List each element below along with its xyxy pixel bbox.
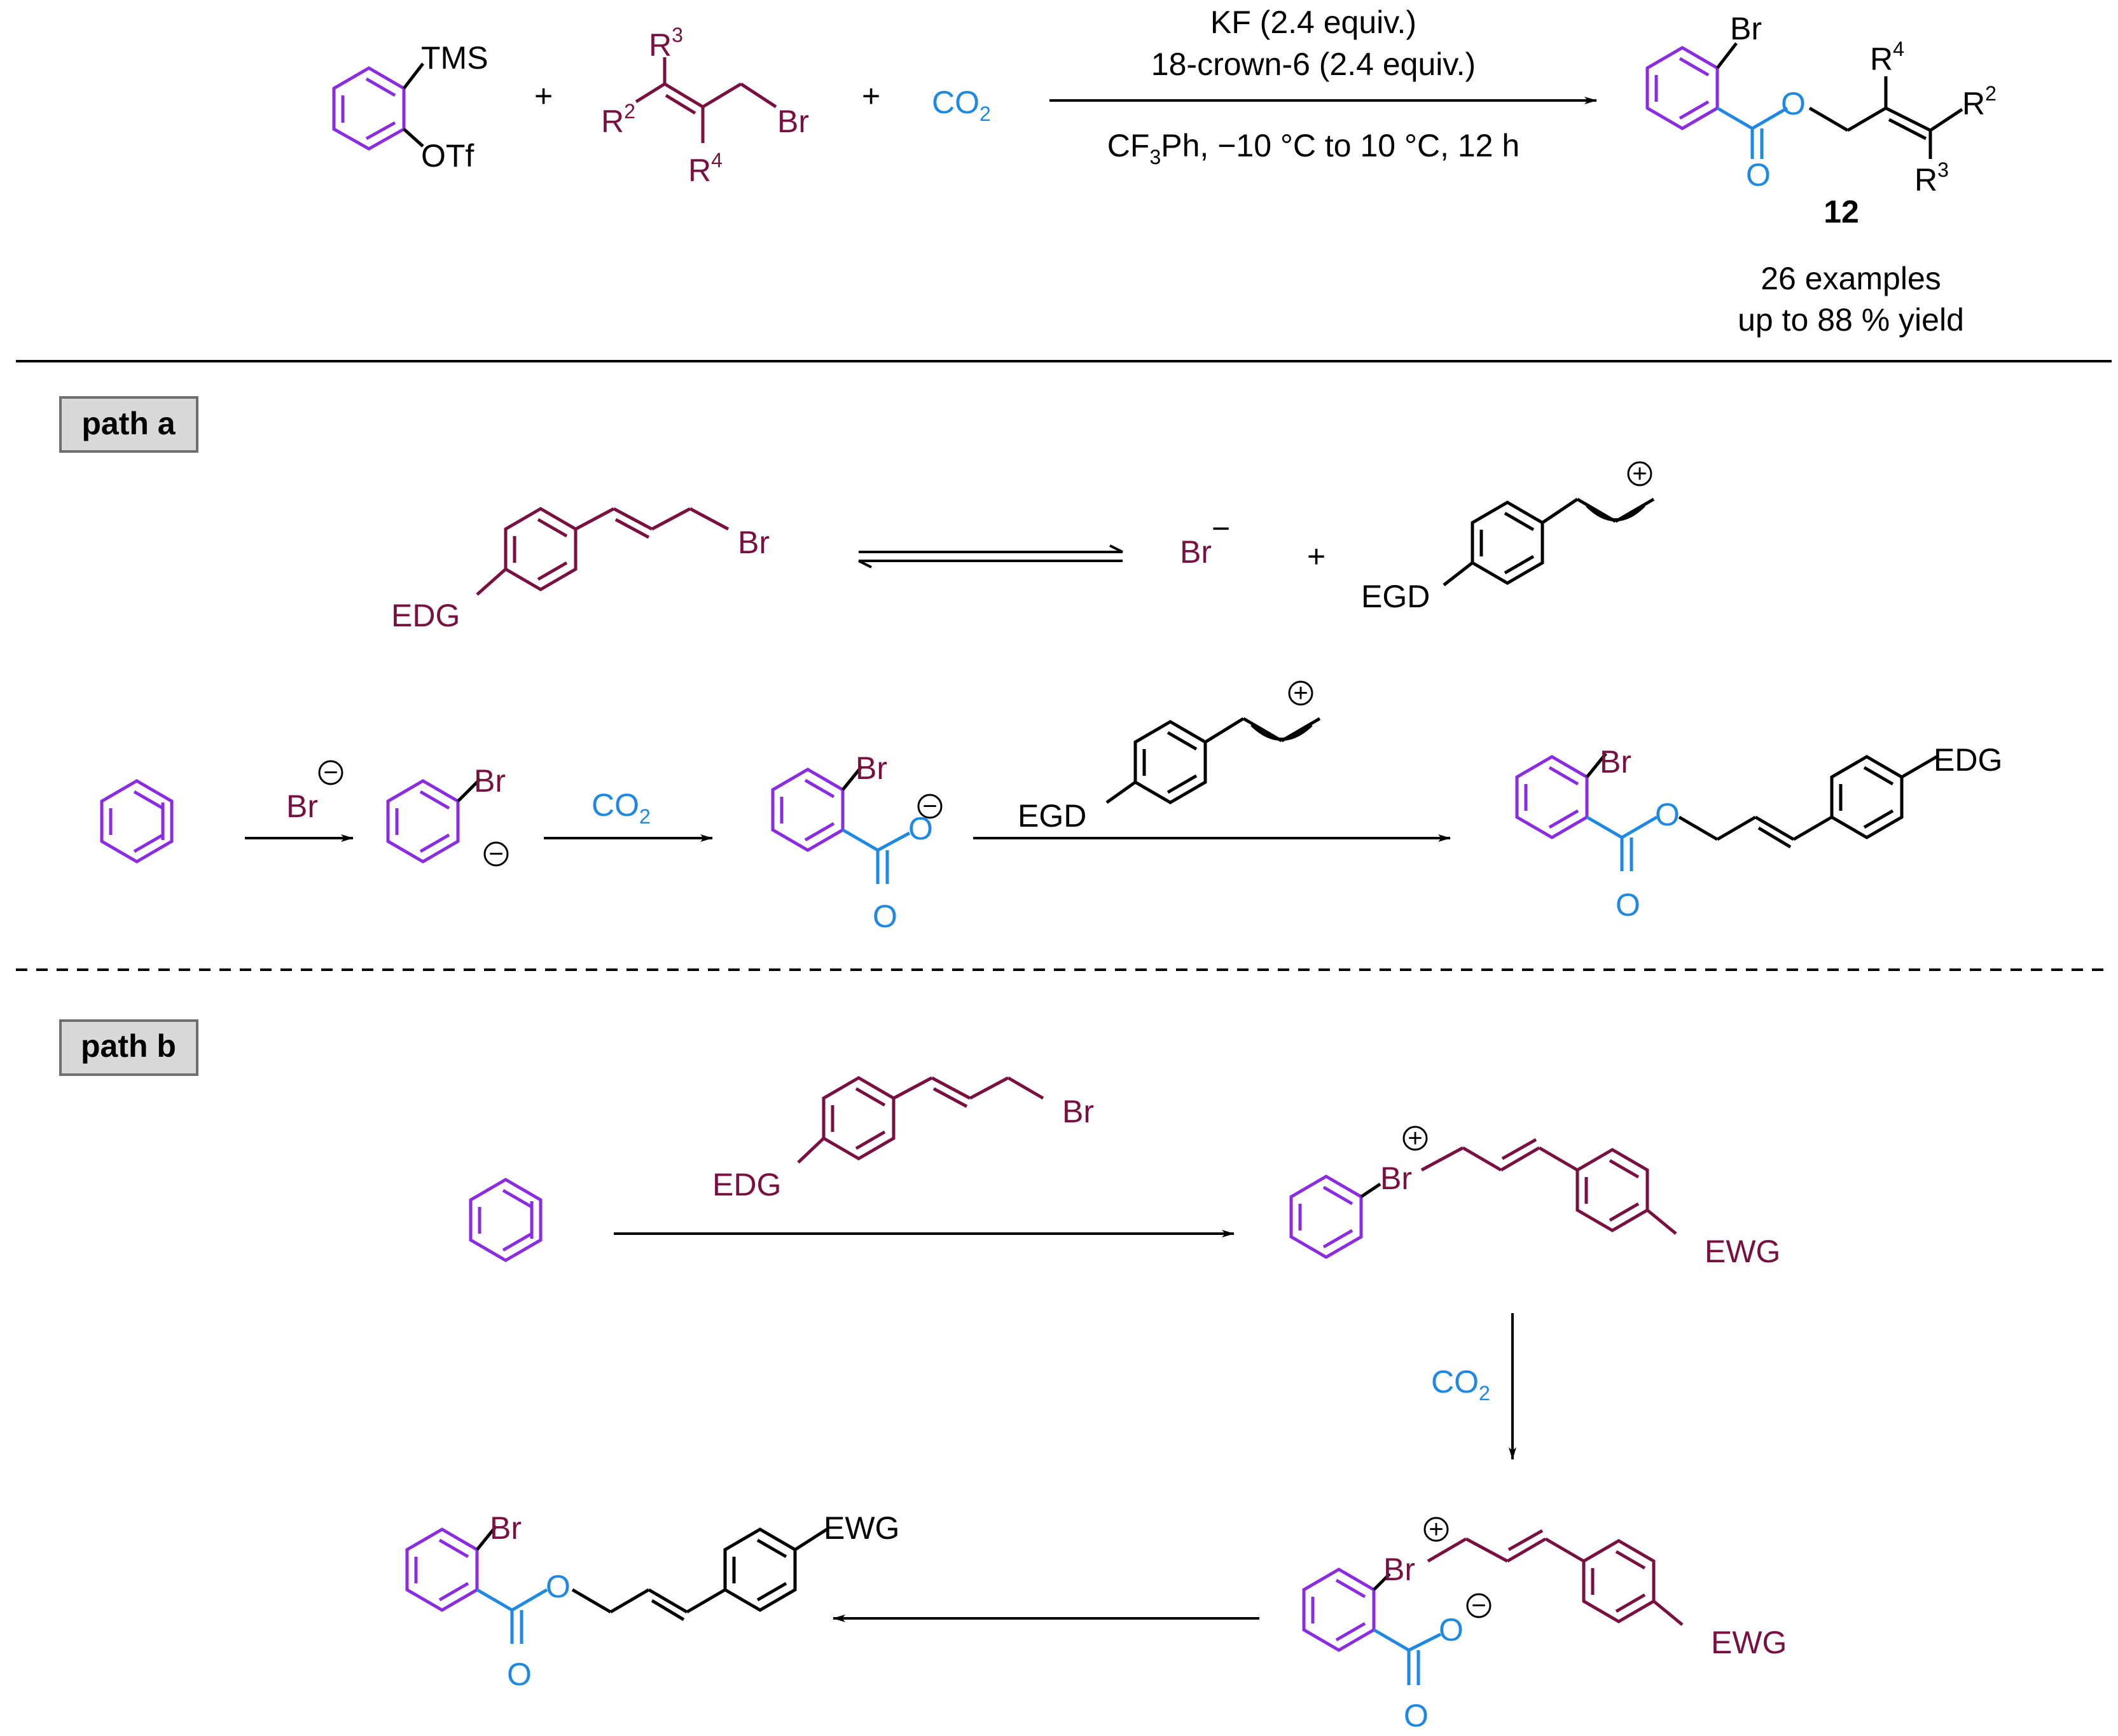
br-label: Br [474,763,506,799]
allyl-cation: + EGD [1361,460,1655,614]
allyl-bromide: R3 R2 R4 Br [601,24,809,188]
bromonium-charge: + [1408,1124,1422,1152]
carboxylate-oxygen: O [908,811,933,846]
step1-reagent: Br [286,789,318,824]
path-b-tag [59,1019,198,1076]
r2-label: R2 [1962,82,1997,121]
aryne-precursor: TMS OTf [332,40,488,174]
path-b-tag-label: path b [81,1028,176,1064]
cinnamyl-bromide: Br EDG [391,507,770,633]
ester-oxygen: O [1781,86,1806,121]
bromonium-charge: + [1429,1515,1443,1543]
plus-sign: + [1307,539,1325,574]
br-label: Br [1730,11,1762,46]
benzyne [100,779,174,864]
carboxylate: Br O O − [771,750,943,934]
carbonyl-oxygen: O [1616,887,1640,923]
r4-label: R4 [1870,38,1904,77]
br-label: Br [1062,1094,1094,1129]
br-label: Br [1600,744,1631,780]
equilibrium-arrow [858,544,1123,568]
step3-cation: + EGD [1018,679,1321,834]
carboxylate-charge: − [922,792,937,820]
edg-label: EDG [391,598,460,633]
ewg-label: EWG [1711,1625,1787,1660]
ester-oxygen: O [546,1569,571,1604]
br-label: Br [777,104,809,139]
step1-charge: − [323,759,338,787]
benzene-ring [332,66,406,151]
r3-label: R3 [1914,158,1949,198]
cation-charge: + [1293,679,1308,707]
edg-label: EDG [1934,742,2002,778]
path-b: path b Br EDG [59,1019,1787,1733]
br-label: Br [855,750,887,786]
ewg-label: EWG [1705,1234,1780,1269]
benzyne [469,1178,543,1262]
condition-line-2: 18-crown-6 (2.4 equiv.) [1151,46,1476,82]
carbonyl-oxygen: O [1404,1698,1429,1733]
bromide-charge: − [1212,511,1230,546]
plus-sign: + [534,78,553,114]
bromonium-intermediate: Br + EWG [1289,1124,1780,1269]
carbonyl-oxygen: O [873,899,897,934]
carboxylate-oxygen: O [1439,1612,1464,1648]
carboxylate-charge: − [1471,1592,1486,1620]
carbonyl-oxygen: O [507,1657,532,1692]
step2-reagent: CO2 [592,787,651,828]
scope-examples: 26 examples [1761,261,1941,296]
anion-charge: − [488,840,503,868]
br-label: Br [1380,1161,1412,1196]
carbonyl-oxygen: O [1746,157,1771,193]
r2-label: R2 [601,100,635,139]
ewg-label: EWG [824,1510,899,1546]
path-a-product: Br O O EDG [1515,742,2002,923]
scope-yield: up to 88 % yield [1738,302,1964,338]
egd-label: EGD [1018,798,1086,834]
path-b-product: Br O O EWG [405,1510,899,1692]
r3-label: R3 [649,24,683,63]
ester-oxygen: O [1655,797,1680,832]
aryl-anion: Br − [386,763,509,868]
br-label: Br [738,525,770,560]
cinnamyl-bromide: Br EDG [712,1076,1094,1202]
edg-label: EDG [712,1167,781,1202]
egd-label: EGD [1361,579,1430,614]
path-a-tag-label: path a [81,406,176,441]
path-a-tag [59,396,198,453]
co2-reagent: CO2 [932,85,991,125]
product-12: Br O O R4 R2 R3 12 [1645,11,1997,230]
otf-label: OTf [421,138,474,174]
general-reaction: TMS OTf + R3 R2 R4 Br + CO2 KF (2.4 equi… [332,4,1997,338]
path-a: path a Br EDG Br [59,396,2002,934]
zwitterion-intermediate: Br + EWG O O [1302,1515,1787,1733]
compound-number: 12 [1824,194,1859,230]
condition-line-3: CF3Ph, −10 °C to 10 °C, 12 h [1107,128,1519,169]
bromide-ion: Br [1180,534,1212,570]
co2-reagent: CO2 [1431,1364,1490,1405]
br-label: Br [490,1510,522,1546]
cation-charge: + [1632,460,1647,488]
plus-sign: + [862,78,880,114]
br-label: Br [1383,1552,1415,1587]
r4-label: R4 [688,149,723,188]
tms-label: TMS [421,40,488,76]
condition-line-1: KF (2.4 equiv.) [1210,4,1416,40]
